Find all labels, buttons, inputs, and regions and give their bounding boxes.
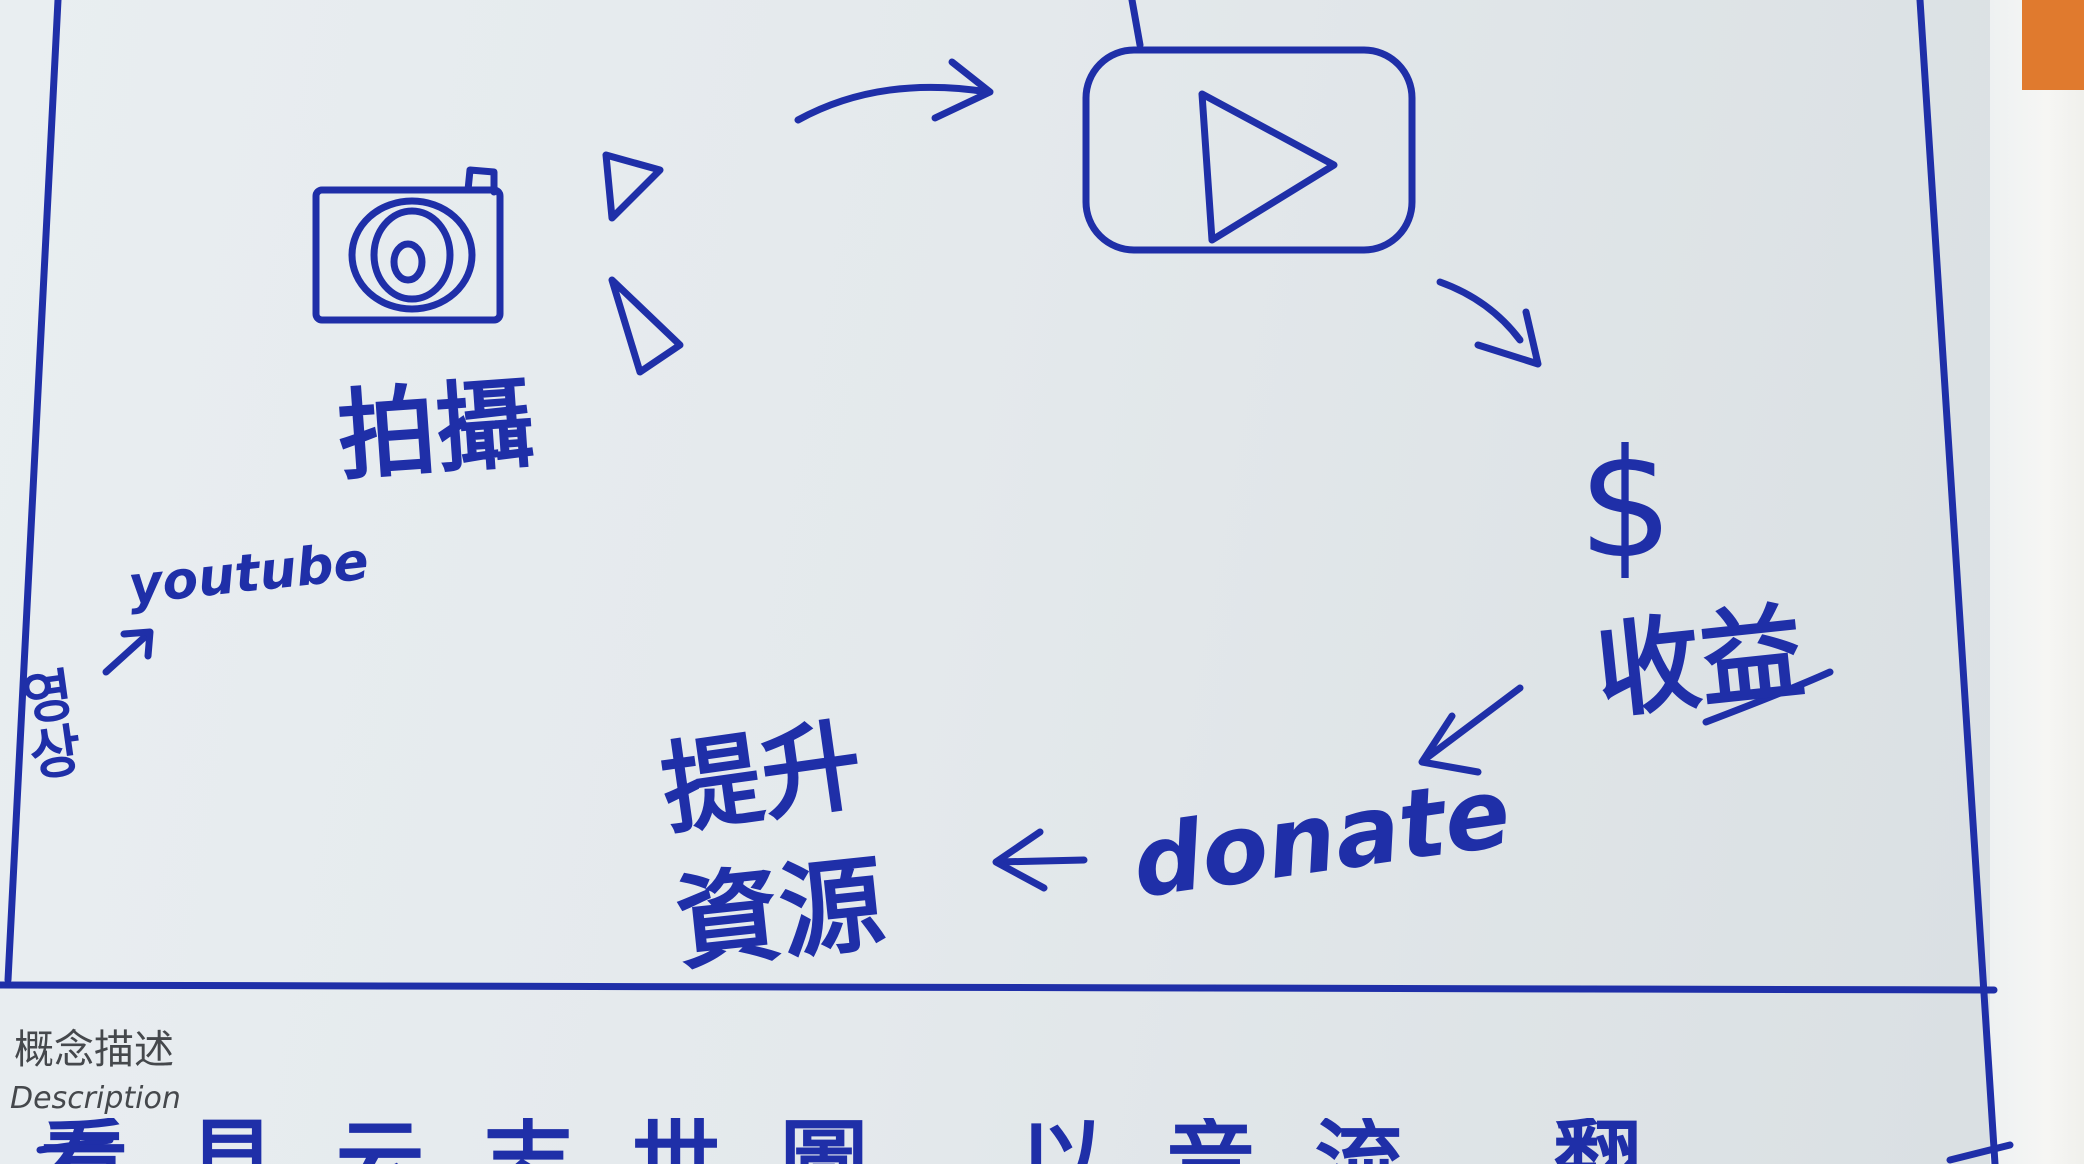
korean-video-label: 영상 — [6, 663, 87, 784]
orange-object-edge — [2022, 0, 2084, 90]
resources-label: 資源 — [670, 842, 890, 986]
arrow-to-play-icon — [794, 58, 994, 124]
bottom-handwriting-strokes — [36, 1136, 2014, 1164]
arrow-to-revenue-icon — [1436, 278, 1542, 368]
arrow-to-resources-icon — [992, 828, 1088, 892]
frame-right-border — [1916, 0, 1999, 1164]
play-button-icon — [1082, 0, 1416, 254]
bottom-handwriting: 看見云志世圖 以音流 翻 — [40, 1110, 1702, 1164]
sound-marks-icon — [602, 151, 684, 376]
paper-stack-edge — [1990, 0, 2084, 1164]
section-title-zh: 概念描述 — [14, 1027, 174, 1073]
dollar-sign-label: $ — [1578, 418, 1674, 592]
camera-icon — [312, 166, 504, 324]
frame-section-divider — [0, 981, 1998, 994]
revenue-label: 收益 — [1590, 590, 1810, 734]
shoot-label: 拍攝 — [334, 367, 538, 495]
section-title-en: Description — [10, 1081, 181, 1116]
frame-left-border — [4, 0, 62, 984]
arrow-to-donate-icon — [1418, 684, 1524, 776]
arrow-to-youtube-icon — [102, 628, 154, 676]
revenue-underline — [1702, 668, 1834, 726]
improve-label: 提升 — [654, 705, 870, 850]
